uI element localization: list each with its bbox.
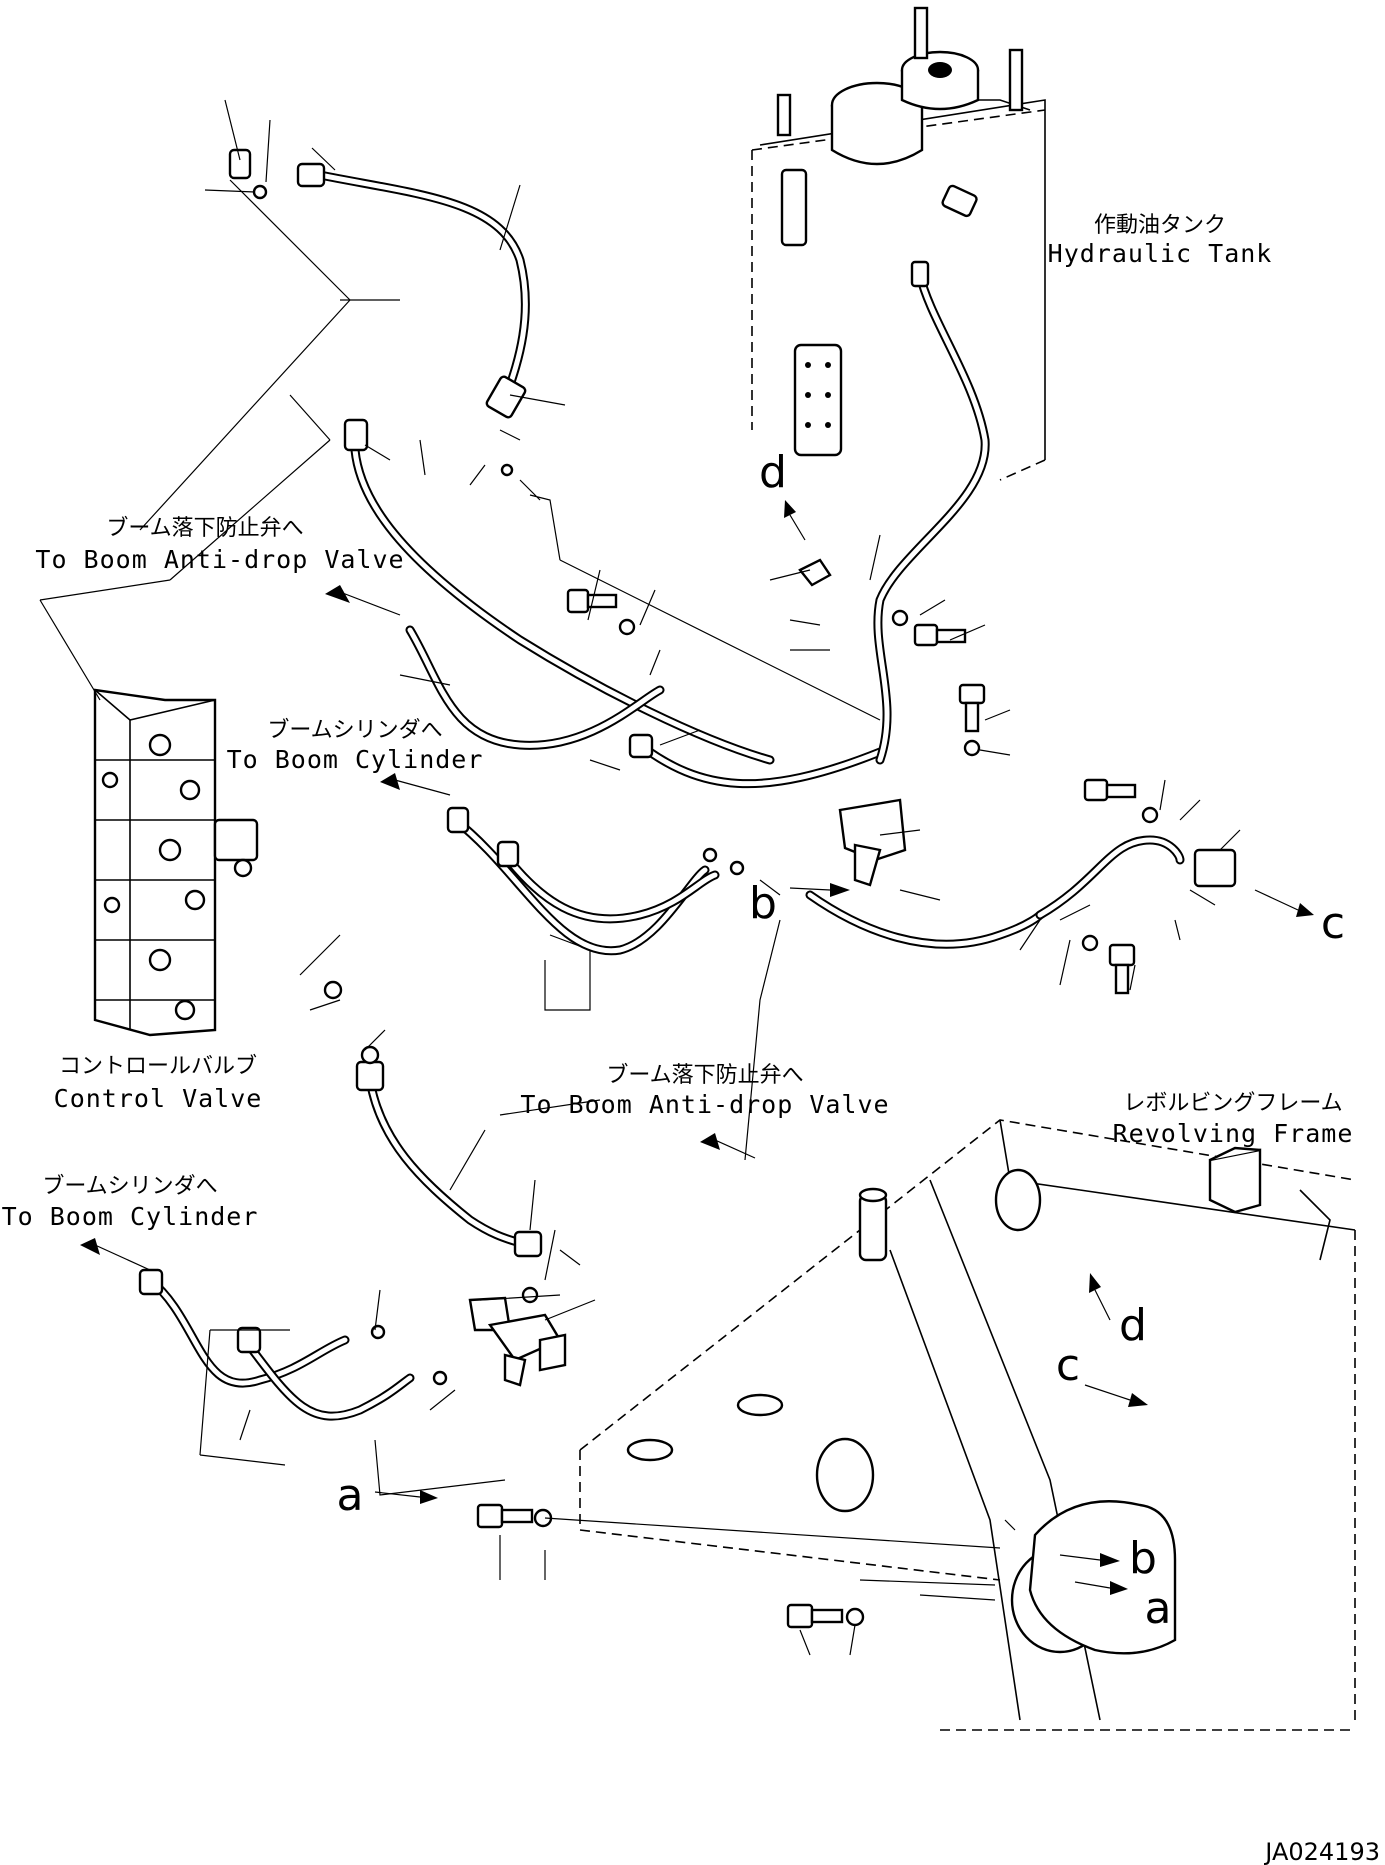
bracket-lower (468, 1296, 567, 1387)
o-ring (432, 1370, 448, 1386)
arrow-a-right (1074, 1581, 1128, 1595)
bolt (566, 588, 618, 614)
boom-antidrop-upper-label-jp: ブーム落下防止弁へ (106, 516, 303, 541)
o-ring (729, 860, 745, 876)
hose-boom-cylinder-left (138, 1268, 415, 1421)
control-valve-label-jp: コントロールバルブ (59, 1054, 257, 1079)
o-ring (521, 1286, 539, 1304)
arrow-to-boom-antidrop-lower (700, 1133, 756, 1159)
boom-antidrop-upper-label-en: To Boom Anti-drop Valve (35, 545, 404, 574)
bolt (913, 623, 967, 647)
o-ring (360, 1045, 380, 1065)
hose-tank-return (873, 260, 990, 765)
arrow-to-boom-cylinder-left (80, 1238, 151, 1271)
washer (845, 1607, 865, 1627)
bolt (476, 1503, 534, 1529)
arrow-c-frame (1084, 1384, 1148, 1407)
hose-tank-to-antidrop (228, 148, 530, 419)
hose-boom-antidrop-lower (405, 625, 885, 789)
arrow-b-mid (789, 883, 850, 897)
revolving-frame (579, 1119, 1356, 1731)
drawing-code: JA024193 (1263, 1838, 1380, 1865)
washer (963, 739, 981, 757)
boom-antidrop-lower-label-en: To Boom Anti-drop Valve (520, 1090, 889, 1119)
bolts-and-washers (252, 184, 1159, 1629)
callout-d-top: d (759, 447, 787, 498)
callout-a-left: a (337, 1470, 364, 1521)
arrow-d-frame (1089, 1273, 1111, 1321)
arrow-c-right (1254, 889, 1314, 917)
arrows (80, 500, 1314, 1595)
control-valve-label-en: Control Valve (54, 1084, 263, 1113)
leader-lines (39, 99, 1241, 1656)
washer (618, 618, 636, 636)
boom-cylinder-left-label-jp: ブームシリンダへ (42, 1174, 217, 1199)
o-ring (370, 1324, 386, 1340)
boom-cylinder-left-label-en: To Boom Cylinder (2, 1202, 259, 1231)
arrow-to-boom-antidrop-upper (325, 585, 401, 616)
callout-b-mid: b (749, 878, 777, 929)
callout-b-right: b (1129, 1533, 1157, 1584)
washer (1141, 806, 1159, 824)
boom-cylinder-mid-label-en: To Boom Cylinder (227, 745, 484, 774)
hose-boom-antidrop-upper (343, 418, 775, 765)
bolt (1083, 778, 1137, 802)
arrow-d-top (784, 500, 806, 541)
bolt (958, 683, 986, 733)
bolt (1108, 943, 1136, 995)
hydraulic-tank-label-jp: 作動油タンク (1094, 213, 1226, 238)
callout-c-right: c (1321, 898, 1345, 949)
callout-c-frame: c (1056, 1340, 1080, 1391)
boom-cylinder-mid-label-jp: ブームシリンダへ (267, 718, 442, 743)
revolving-frame-label-jp: レボルビングフレーム (1123, 1091, 1342, 1116)
o-ring (323, 980, 343, 1000)
revolving-frame-label-en: Revolving Frame (1113, 1119, 1354, 1148)
hydraulic-tank-label-en: Hydraulic Tank (1048, 239, 1273, 268)
bolt (786, 1603, 844, 1629)
junction-block-mid (838, 798, 907, 887)
callout-d-frame: d (1119, 1300, 1147, 1351)
callout-a-right: a (1145, 1583, 1172, 1634)
hydraulic-tank (751, 6, 1046, 481)
boom-antidrop-lower-label-jp: ブーム落下防止弁へ (606, 1063, 803, 1088)
arrow-to-boom-cylinder-mid (380, 773, 451, 796)
washer (1081, 934, 1099, 952)
o-ring (252, 184, 268, 200)
hose-boom-cylinder-mid (446, 806, 720, 956)
o-ring (702, 847, 718, 863)
arrow-b-right (1059, 1553, 1120, 1567)
text-labels: 作動油タンク Hydraulic Tank ブーム落下防止弁へ To Boom … (2, 213, 1380, 1865)
washer (891, 609, 909, 627)
clamp-d (798, 558, 832, 587)
hose-control-valve-down (355, 1060, 543, 1258)
hose-c-branch (805, 835, 1237, 949)
o-ring (500, 463, 514, 477)
arrow-a-left (374, 1490, 438, 1504)
control-valve (93, 688, 259, 1037)
